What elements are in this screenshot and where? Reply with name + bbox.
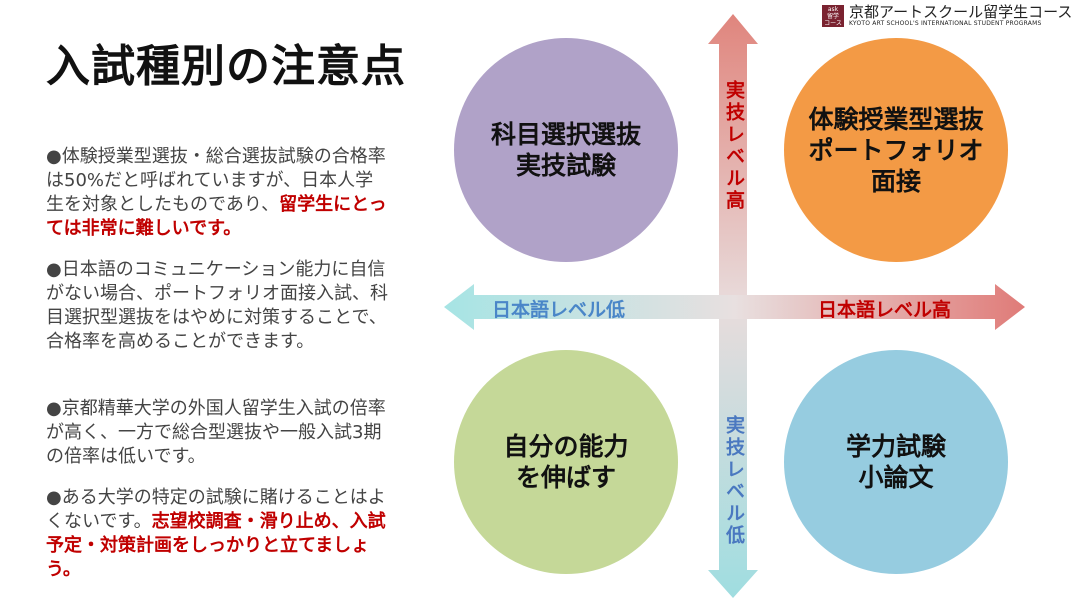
logo-subtitle: KYOTO ART SCHOOL'S INTERNATIONAL STUDENT…: [849, 20, 1042, 27]
label-japanese-low: 日本語レベル低: [492, 299, 626, 321]
note-text: ●京都精華大学の外国人留学生入試の倍率が高く、一方で総合型選抜や一般入試3期の倍…: [46, 398, 386, 467]
quadrant-top-right: 体験授業型選抜ポートフォリオ面接: [784, 38, 1008, 262]
logo-title: 京都アートスクール留学生コース: [849, 3, 1073, 21]
note-highlight: 志望校調査・滑り止め、入試予定・対策計画をしっかりと立てましょう。: [46, 511, 386, 580]
label-japanese-high: 日本語レベル高: [818, 299, 952, 321]
label-skill-low: 実技レベル低: [723, 415, 745, 547]
note-3: ●京都精華大学の外国人留学生入試の倍率が高く、一方で総合型選抜や一般入試3期の倍…: [46, 397, 391, 469]
note-text: ●ある大学の特定の試験に賭けることはよくないです。: [46, 487, 386, 532]
note-text: ●体験授業型選抜・総合選抜試験の合格率は50%だと呼ばれていますが、日本人学生を…: [46, 146, 386, 215]
note-highlight: 留学生にとっては非常に難しいです。: [46, 194, 387, 239]
note-1: ●体験授業型選抜・総合選抜試験の合格率は50%だと呼ばれていますが、日本人学生を…: [46, 145, 391, 241]
note-2: ●日本語のコミュニケーション能力に自信がない場合、ポートフォリオ面接入試、科目選…: [46, 258, 391, 354]
quadrant-top-left: 科目選択選抜実技試験: [454, 38, 678, 262]
label-skill-high: 実技レベル高: [723, 80, 745, 212]
quadrant-bottom-right: 学力試験小論文: [784, 350, 1008, 574]
quadrant-bottom-left: 自分の能力を伸ばす: [454, 350, 678, 574]
note-text: ●日本語のコミュニケーション能力に自信がない場合、ポートフォリオ面接入試、科目選…: [46, 259, 388, 352]
note-4: ●ある大学の特定の試験に賭けることはよくないです。志望校調査・滑り止め、入試予定…: [46, 486, 391, 582]
horizontal-axis-arrow: [444, 284, 1025, 330]
page-title: 入試種別の注意点: [46, 41, 406, 92]
